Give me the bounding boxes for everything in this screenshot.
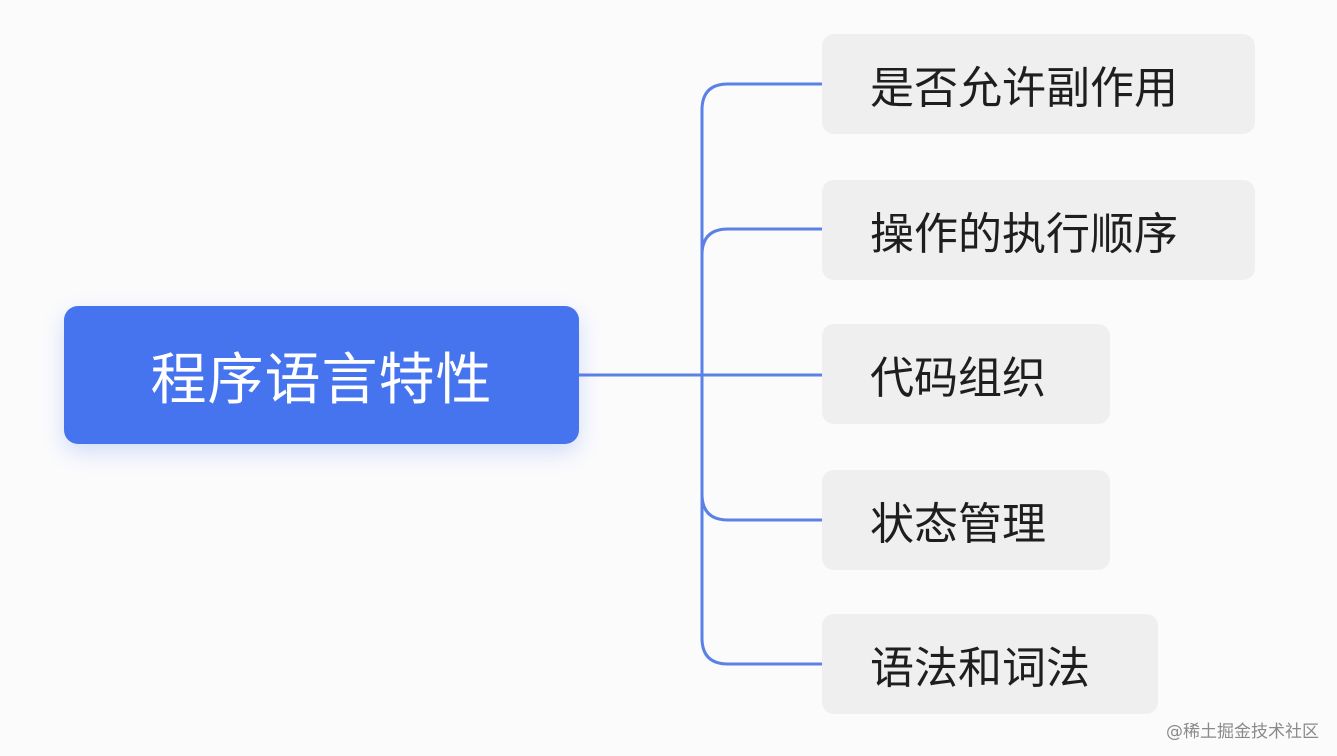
connector-branch-0 [700, 82, 822, 111]
child-label: 语法和词法 [870, 643, 1090, 694]
connector-branch-1 [700, 227, 822, 256]
connector-branch-4 [700, 637, 822, 666]
source-credit: @稀土掘金技术社区 [1166, 722, 1319, 742]
child-node-side-effects[interactable]: 是否允许副作用 [822, 34, 1255, 134]
connector-branch-3 [700, 493, 822, 522]
child-label: 是否允许副作用 [870, 63, 1178, 114]
root-label: 程序语言特性 [150, 347, 493, 413]
child-node-code-organization[interactable]: 代码组织 [822, 324, 1110, 424]
root-node[interactable]: 程序语言特性 [64, 306, 579, 444]
child-node-syntax-lexicon[interactable]: 语法和词法 [822, 614, 1158, 714]
child-label: 操作的执行顺序 [870, 209, 1178, 260]
child-label: 状态管理 [870, 499, 1046, 550]
child-node-state-management[interactable]: 状态管理 [822, 470, 1110, 570]
child-node-execution-order[interactable]: 操作的执行顺序 [822, 180, 1255, 280]
child-label: 代码组织 [870, 353, 1046, 404]
